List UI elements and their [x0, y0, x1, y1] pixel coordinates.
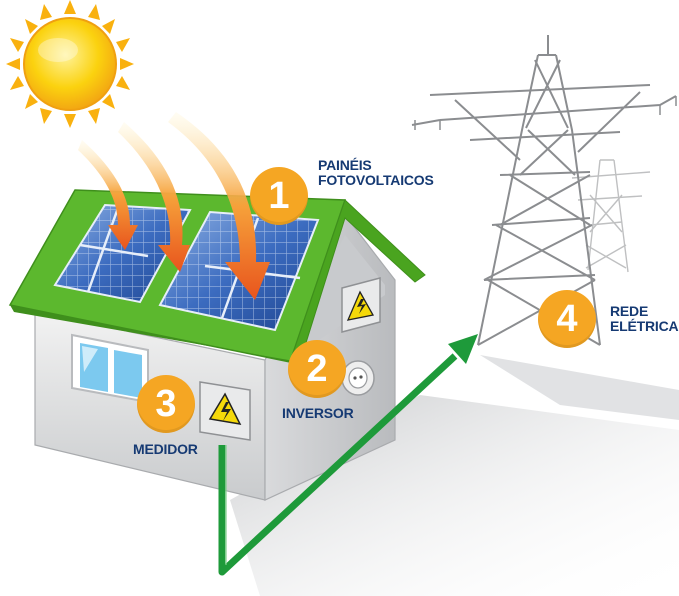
step-4-label-line-1: REDE	[610, 303, 649, 319]
step-1-label: PAINÉIS FOTOVOLTAICOS	[318, 158, 434, 188]
step-1-label-line-2: FOTOVOLTAICOS	[318, 172, 434, 188]
step-4-label: REDE ELÉTRICA	[610, 303, 679, 334]
sun-icon	[6, 0, 134, 128]
step-4-number: 4	[556, 297, 578, 340]
step-1-number: 1	[268, 174, 290, 217]
step-4-badge: 4	[538, 290, 596, 348]
step-2-label: INVERSOR	[282, 406, 354, 421]
inverter-box	[341, 277, 381, 333]
step-2-number: 2	[306, 347, 328, 390]
step-2-label-line-1: INVERSOR	[282, 405, 354, 421]
step-3-label-line-1: MEDIDOR	[133, 441, 198, 457]
power-outlet-icon	[341, 360, 375, 396]
step-4-label-line-2: ELÉTRICA	[610, 318, 679, 334]
meter-box	[199, 381, 251, 441]
tower-shadow	[480, 355, 679, 420]
step-3-label: MEDIDOR	[133, 442, 198, 457]
step-2-badge: 2	[288, 340, 346, 398]
step-3-number: 3	[155, 382, 177, 425]
window	[71, 333, 149, 404]
step-3-badge: 3	[137, 375, 195, 433]
transmission-tower-icon	[411, 35, 677, 346]
sunlight-arrows	[78, 112, 270, 300]
step-1-badge: 1	[250, 167, 308, 225]
energy-flow-arrow-icon	[218, 334, 478, 576]
step-1-label-line-1: PAINÉIS	[318, 157, 372, 173]
house-icon	[8, 189, 426, 501]
